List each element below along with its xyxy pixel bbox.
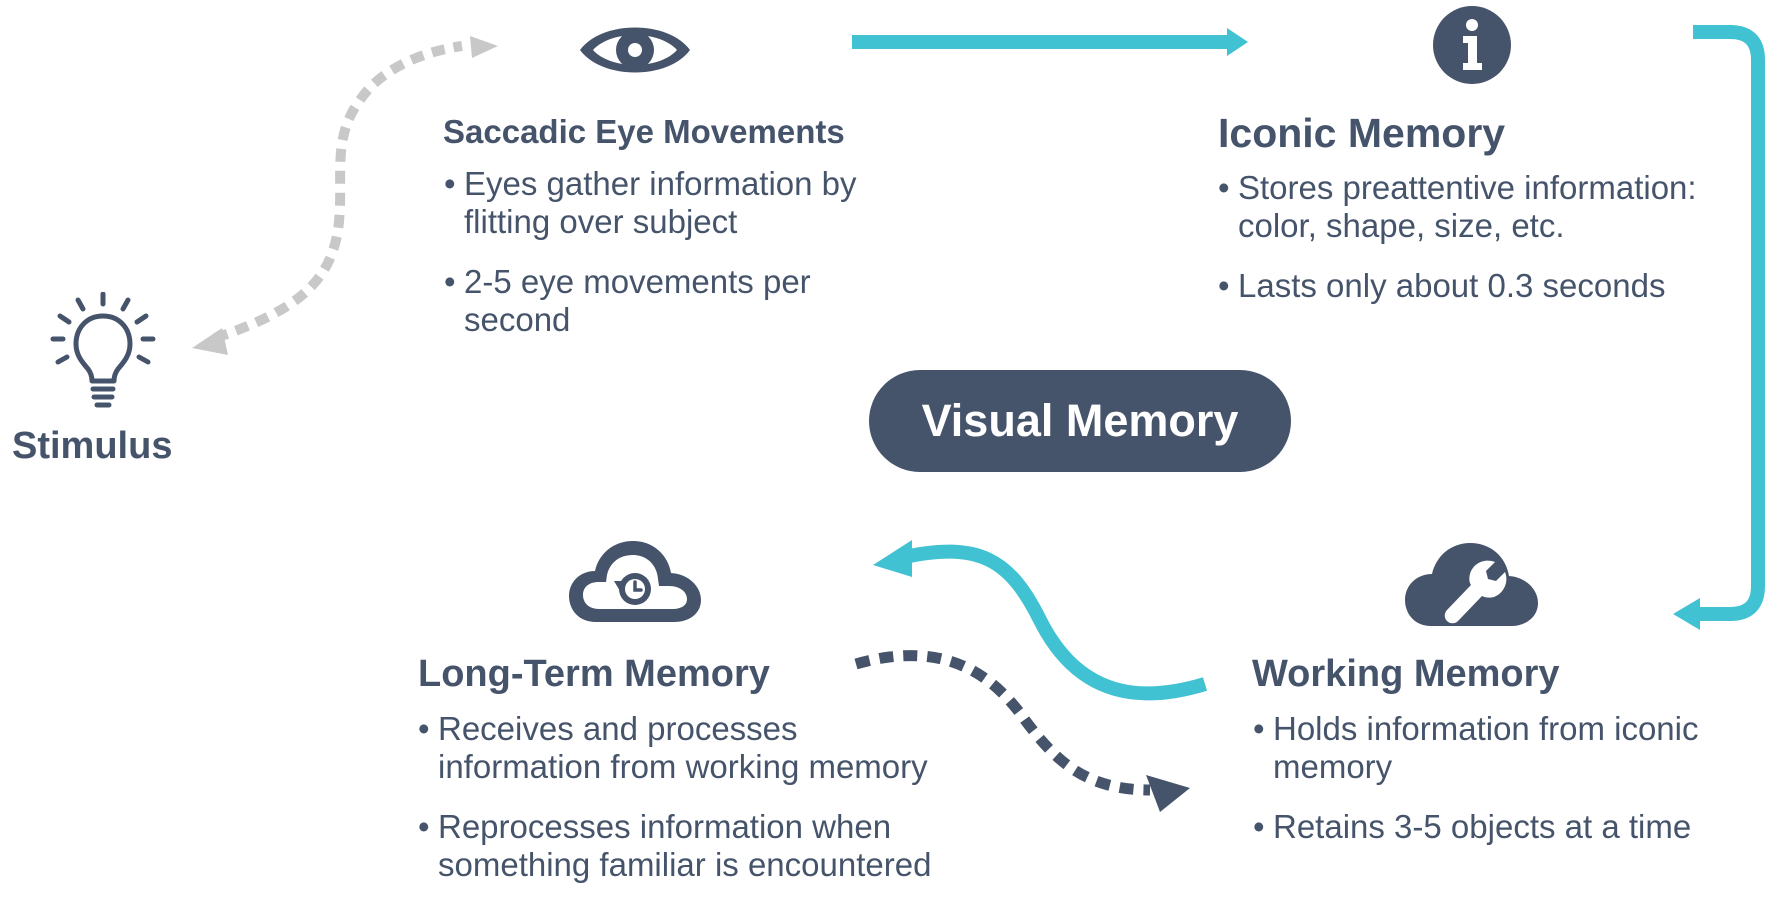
- longterm-bullet: Reprocesses information when something f…: [418, 808, 938, 884]
- stimulus-title: Stimulus: [12, 425, 173, 467]
- working-bullets: Holds information from iconic memory Ret…: [1253, 710, 1733, 868]
- longterm-bullet: Receives and processes information from …: [418, 710, 938, 786]
- saccadic-bullet: 2-5 eye movements per second: [444, 263, 894, 339]
- working-longterm-arrow: [898, 544, 1208, 701]
- iconic-bullet: Stores preattentive information: color, …: [1218, 169, 1723, 245]
- stimulus-saccadic-connector: [213, 41, 463, 343]
- iconic-title: Iconic Memory: [1218, 110, 1506, 156]
- visual-memory-label: Visual Memory: [869, 370, 1291, 472]
- arrowhead-to-iconic: [1227, 28, 1248, 56]
- longterm-title: Long-Term Memory: [418, 653, 770, 695]
- working-bullet: Retains 3-5 objects at a time: [1253, 808, 1733, 846]
- cloud-history-icon: [569, 541, 701, 622]
- lightbulb-icon: [50, 292, 156, 408]
- iconic-working-arrow: [1693, 25, 1765, 621]
- arrowhead-to-saccadic: [470, 36, 498, 58]
- info-icon: [1433, 6, 1511, 84]
- iconic-bullets: Stores preattentive information: color, …: [1218, 169, 1723, 327]
- longterm-working-connector: [854, 650, 1151, 796]
- arrowhead-to-longterm: [873, 540, 912, 577]
- cloud-wrench-icon: [1405, 543, 1538, 626]
- arrowhead-to-working: [1673, 598, 1700, 630]
- arrowhead-longterm-to-working: [1146, 775, 1190, 812]
- working-title: Working Memory: [1252, 653, 1560, 695]
- saccadic-bullets: Eyes gather information by flitting over…: [444, 165, 894, 361]
- flow-arrows: [192, 25, 1765, 812]
- longterm-bullets: Receives and processes information from …: [418, 710, 938, 906]
- saccadic-title: Saccadic Eye Movements: [443, 113, 845, 150]
- eye-icon: [580, 27, 690, 73]
- iconic-bullet: Lasts only about 0.3 seconds: [1218, 267, 1723, 305]
- saccadic-bullet: Eyes gather information by flitting over…: [444, 165, 894, 241]
- working-bullet: Holds information from iconic memory: [1253, 710, 1733, 786]
- arrowhead-to-stimulus: [192, 328, 228, 355]
